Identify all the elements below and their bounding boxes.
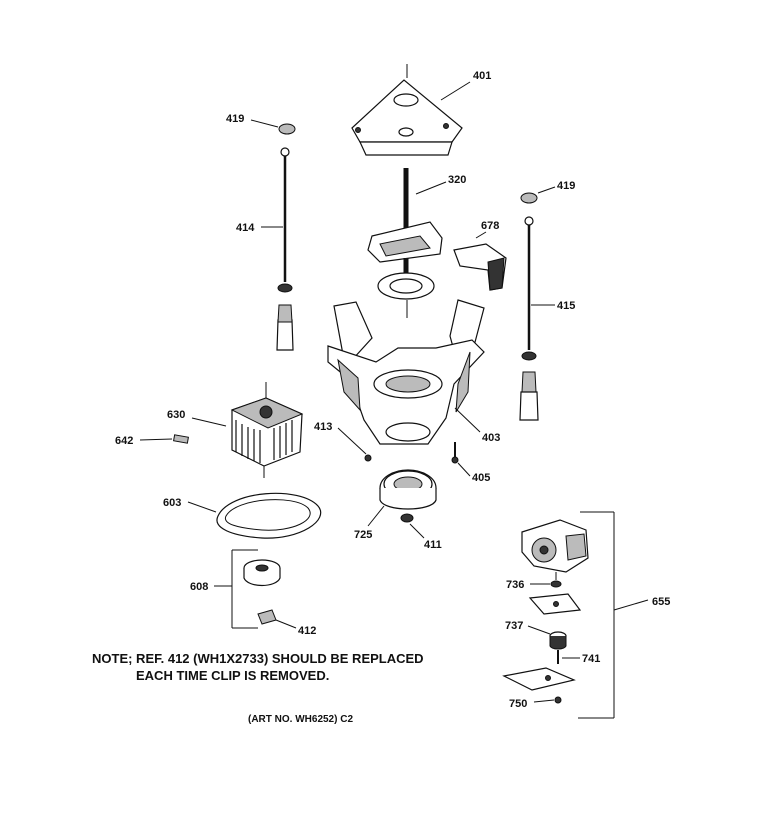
part-608-drive-pulley: [214, 549, 281, 629]
label-412: 412: [298, 625, 316, 637]
part-419-cap-right: [520, 186, 556, 204]
label-415: 415: [557, 300, 575, 312]
label-413: 413: [314, 421, 332, 433]
part-405-bolt: [451, 442, 471, 477]
note-line-1: NOTE; REF. 412 (WH1X2733) SHOULD BE REPL…: [92, 651, 424, 666]
label-725: 725: [354, 529, 372, 541]
part-630-motor: [191, 382, 304, 478]
part-678-bracket: [453, 231, 507, 291]
part-401-cover: [351, 64, 471, 156]
label-608: 608: [190, 581, 208, 593]
part-725-pulley: [367, 469, 437, 527]
part-320-transmission: [367, 168, 447, 318]
label-736: 736: [506, 579, 524, 591]
label-737: 737: [505, 620, 523, 632]
part-655-pump-assembly: [521, 511, 649, 719]
label-419-right: 419: [557, 180, 575, 192]
part-741: [557, 650, 580, 664]
part-414-rod-left: [261, 147, 294, 351]
label-403: 403: [482, 432, 500, 444]
art-number: (ART NO. WH6252) C2: [248, 714, 353, 725]
label-320: 320: [448, 174, 466, 186]
part-419-cap-left: [250, 119, 296, 135]
part-pump-plate: [528, 593, 582, 615]
label-642: 642: [115, 435, 133, 447]
label-741: 741: [582, 653, 600, 665]
label-411: 411: [424, 539, 442, 551]
label-401: 401: [473, 70, 491, 82]
part-750: [533, 696, 562, 704]
note-line-2: EACH TIME CLIP IS REMOVED.: [136, 668, 329, 683]
label-405: 405: [472, 472, 490, 484]
label-419-left: 419: [226, 113, 244, 125]
label-603: 603: [163, 497, 181, 509]
label-750: 750: [509, 698, 527, 710]
part-737: [527, 625, 567, 650]
part-603-belt: [187, 492, 322, 539]
label-630: 630: [167, 409, 185, 421]
part-413-fastener: [337, 427, 372, 462]
part-pump-base-plate: [502, 667, 576, 691]
part-411-nut: [400, 513, 425, 539]
label-678: 678: [481, 220, 499, 232]
part-415-rod-right: [519, 216, 555, 421]
label-414: 414: [236, 222, 255, 234]
part-736: [530, 580, 562, 588]
part-403-support-platform: [327, 299, 485, 445]
label-655: 655: [652, 596, 670, 608]
part-642-key: [139, 434, 189, 444]
part-412-clip: [257, 609, 297, 629]
